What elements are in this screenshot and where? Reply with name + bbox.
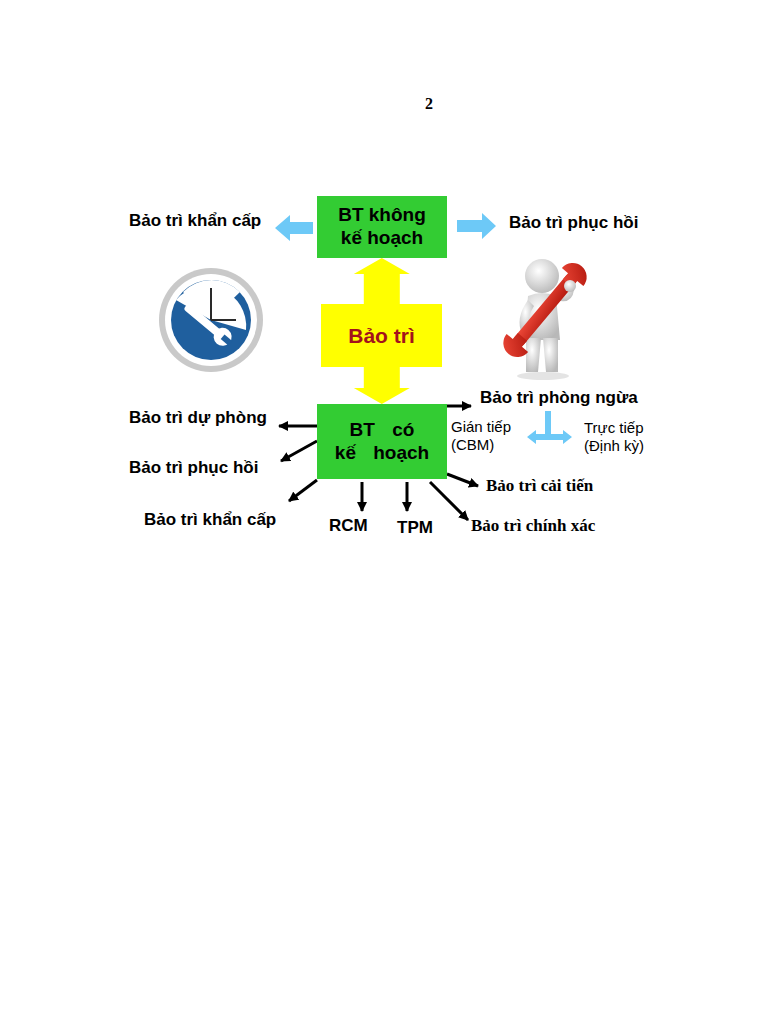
- leader-arrow: [406, 482, 409, 511]
- split-double-arrow: [527, 430, 572, 444]
- category-label: Bảo trì khẩn cấp: [129, 211, 261, 231]
- node-text: BT có kế hoạch: [333, 419, 431, 465]
- clock-icon: [159, 268, 263, 372]
- process-box: BT có kế hoạch: [317, 404, 447, 479]
- category-label: Bảo trì khẩn cấp: [144, 510, 276, 530]
- split-stem: [545, 411, 551, 437]
- node-text: Bảo trì: [327, 323, 437, 348]
- category-label: RCM: [329, 516, 368, 536]
- figure-with-wrench: [498, 257, 593, 380]
- leader-arrow: [447, 405, 471, 408]
- leader-arrow: [281, 441, 317, 461]
- category-label: Bảo trì dự phòng: [129, 408, 267, 428]
- leader-arrow: [279, 425, 317, 428]
- block-arrow-right: [457, 213, 496, 239]
- category-label: Bảo trì chính xác: [471, 516, 595, 536]
- category-label: TPM: [397, 518, 433, 538]
- central-box: Bảo trì: [321, 304, 442, 367]
- sub-label: Gián tiếp (CBM): [451, 418, 523, 454]
- leader-arrow: [361, 482, 364, 511]
- leader-arrow: [289, 480, 317, 501]
- process-box: BT không kế hoạch: [317, 196, 447, 258]
- leader-arrow: [447, 474, 478, 486]
- category-label: Bảo trì cải tiến: [486, 476, 593, 496]
- leader-arrow: [430, 482, 468, 520]
- block-arrow-connector: [354, 367, 410, 404]
- category-label: Bảo trì phòng ngừa: [480, 388, 638, 408]
- block-arrow-left: [275, 215, 313, 241]
- sub-label: Trực tiếp (Định kỳ): [584, 419, 660, 455]
- page-number: 2: [425, 94, 433, 113]
- category-label: Bảo trì phục hồi: [129, 458, 258, 478]
- node-text: BT không kế hoạch: [327, 204, 437, 250]
- category-label: Bảo trì phục hồi: [509, 213, 638, 233]
- block-arrow-connector: [354, 258, 410, 304]
